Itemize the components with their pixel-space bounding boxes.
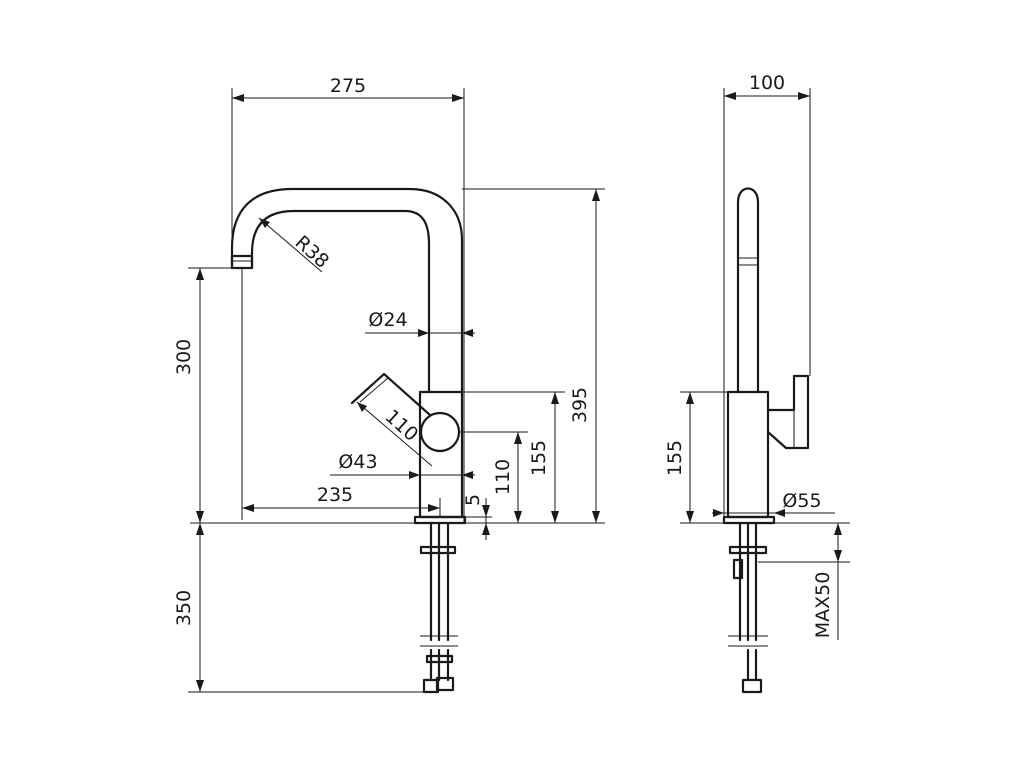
dim-110-height: 110: [492, 459, 514, 495]
dim-300: 300: [173, 339, 195, 375]
side-spout: [736, 187, 760, 394]
dim-100: 100: [749, 72, 785, 94]
side-base-plate: [722, 515, 776, 525]
dim-235: 235: [317, 484, 353, 506]
side-under-counter-hoses: [728, 521, 768, 694]
spout-aerator: [230, 254, 254, 270]
dim-d24: Ø24: [368, 309, 407, 331]
side-view: 100 155 Ø55 MAX50: [664, 72, 850, 694]
under-counter-hoses: [419, 521, 458, 694]
handle-lever: [350, 372, 432, 417]
spout-outline: [230, 187, 464, 394]
spout-inner-outline: [250, 209, 431, 394]
dim-155-front: 155: [528, 440, 550, 476]
dim-d43: Ø43: [338, 451, 377, 473]
front-view: 275 R38 Ø24 395 300 110 Ø43 15: [173, 75, 605, 694]
dim-5: 5: [462, 494, 484, 506]
dim-275: 275: [330, 75, 366, 97]
extension-lines: [188, 88, 605, 693]
handle-knob: [419, 411, 461, 453]
dim-395: 395: [569, 387, 591, 423]
faucet-base-plate: [413, 515, 467, 525]
side-lever: [766, 374, 810, 450]
dim-r38: R38: [291, 231, 334, 272]
handle-lever-edge: [359, 377, 389, 403]
dim-handle-110: 110: [381, 405, 423, 446]
dim-350: 350: [173, 590, 195, 626]
dim-d55: Ø55: [782, 490, 821, 512]
side-body: [726, 390, 770, 519]
dim-155-side: 155: [664, 440, 686, 476]
dim-max50: MAX50: [812, 572, 834, 639]
